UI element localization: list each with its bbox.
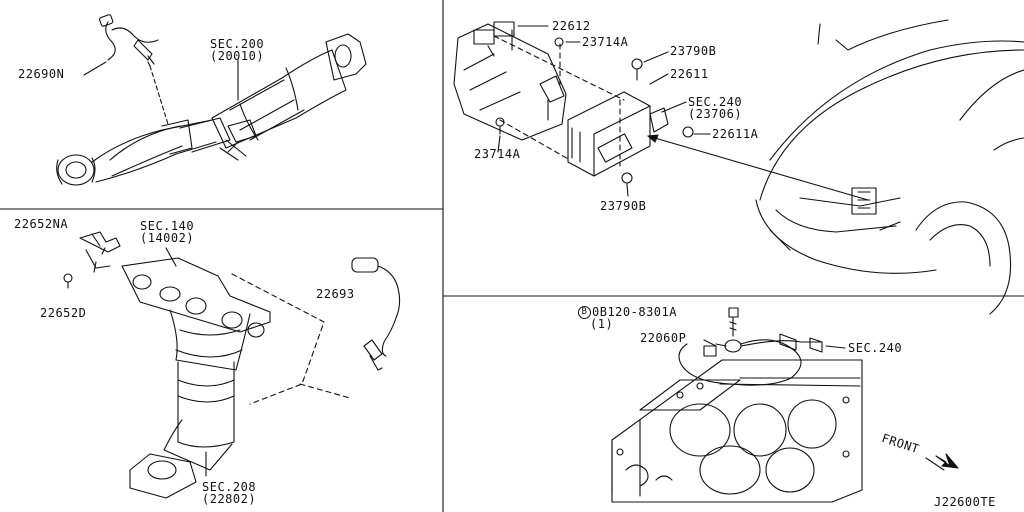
label-23790B-bottom: 23790B [600, 199, 647, 213]
label-23714A-top: 23714A [582, 35, 629, 49]
label-sec-208-sub: (22802) [202, 492, 257, 506]
label-sec-240-top-sub: (23706) [688, 107, 743, 121]
label-sec-140: SEC.140 [140, 219, 195, 233]
label-sec-240-bottom: SEC.240 [848, 341, 903, 355]
label-sec-240-top: SEC.240 [688, 95, 743, 109]
label-22693: 22693 [316, 287, 355, 301]
label-sec-208: SEC.208 [202, 480, 257, 494]
label-23790B-top: 23790B [670, 44, 717, 58]
label-23714A-bottom: 23714A [474, 147, 521, 161]
ecm-illustration [453, 21, 869, 201]
label-sec-200-sub: (20010) [210, 49, 265, 63]
exhaust-tube-illustration [56, 14, 367, 186]
label-22690N: 22690N [18, 67, 65, 81]
diagram-id: J22600TE [934, 495, 996, 509]
label-22611A: 22611A [712, 127, 759, 141]
label-sec-140-sub: (14002) [140, 231, 195, 245]
label-bolt-qty: (1) [590, 317, 614, 331]
label-22652D: 22652D [40, 306, 87, 320]
label-22611: 22611 [670, 67, 709, 81]
label-22652NA: 22652NA [14, 217, 69, 231]
exhaust-manifold-illustration [63, 231, 401, 499]
label-sec-200: SEC.200 [210, 37, 265, 51]
bolt-part-number: 0B120-8301A [592, 305, 677, 319]
engine-block-illustration [611, 307, 959, 503]
label-22060P: 22060P [640, 331, 687, 345]
circled-b-symbol: B [578, 306, 591, 319]
vehicle-illustration [755, 19, 1024, 315]
label-22612: 22612 [552, 19, 591, 33]
